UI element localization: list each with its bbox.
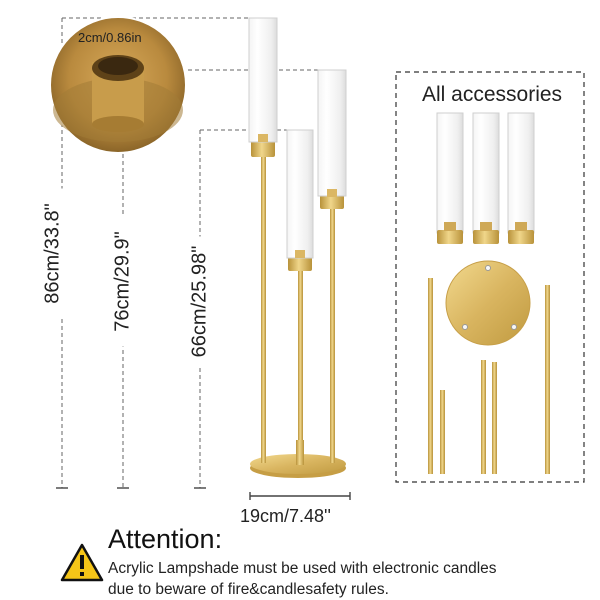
accessory-parts: [428, 260, 550, 474]
opening-diameter-label: 2cm/0.86in: [78, 30, 142, 45]
height-middle-label: 76cm/29.9": [111, 216, 135, 347]
base-width-label: 19cm/7.48'': [240, 506, 331, 526]
warning-line-2: due to beware of fire&candlesafety rules…: [108, 581, 389, 598]
accessories-box: [395, 71, 585, 483]
accessory-shades: [436, 112, 535, 244]
height-tallest-label: 86cm/33.8": [41, 188, 65, 319]
warning-text: Acrylic Lampshade must be used with elec…: [108, 558, 588, 600]
candelabra: [248, 17, 347, 478]
warning-icon: [60, 543, 104, 582]
attention-title: Attention:: [108, 524, 223, 554]
warning-line-1: Acrylic Lampshade must be used with elec…: [108, 560, 497, 577]
accessories-title: All accessories: [422, 83, 563, 106]
detail-zoom-circle: [49, 16, 187, 154]
height-short-label: 66cm/25.98": [188, 236, 212, 367]
